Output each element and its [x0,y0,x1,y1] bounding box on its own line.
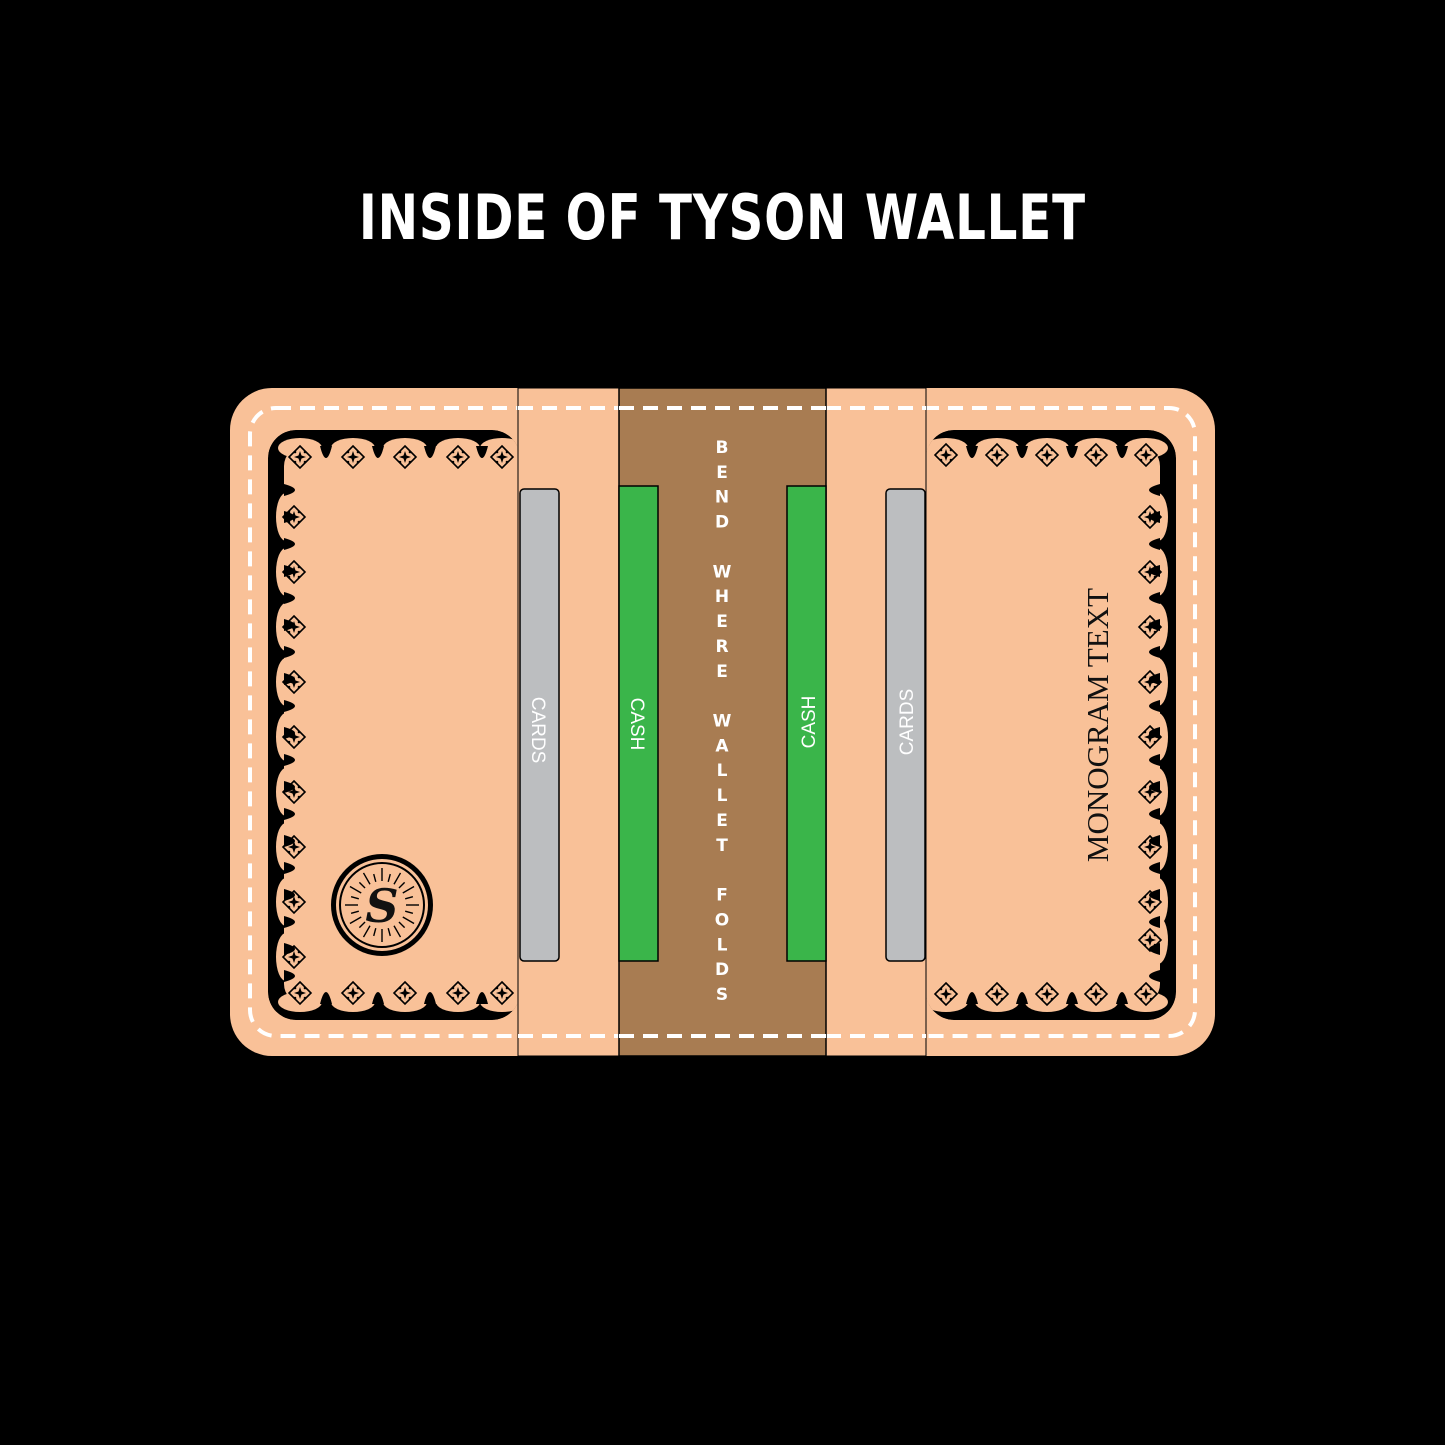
left-cash-slot-label: CASH [626,698,647,751]
left-card-slot-label: CARDS [527,697,548,764]
right-cash-slot-label: CASH [799,696,820,749]
logo-letter: S [365,879,398,933]
right-card-slot-label: CARDS [897,689,918,756]
page-title: INSIDE OF TYSON WALLET [358,181,1086,254]
right-panel-border [926,430,1176,1020]
monogram-text: MONOGRAM TEXT [1080,588,1115,862]
left-cash-slot [618,485,659,962]
s-badge-icon: S [331,854,433,956]
left-panel-border [268,430,520,1020]
left-card-slot [519,488,560,962]
right-cash-slot [786,485,827,962]
right-card-slot [885,488,926,962]
